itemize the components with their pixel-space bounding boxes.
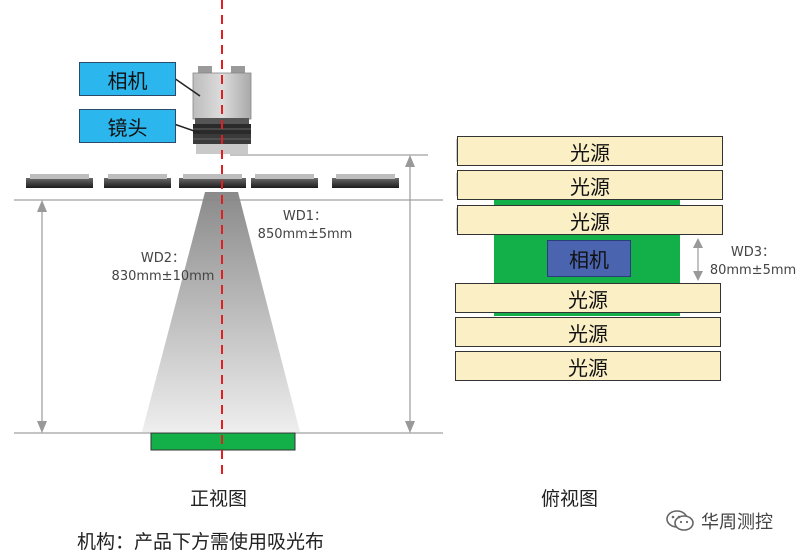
- wechat-icon: [666, 510, 694, 531]
- light-bar-3: [179, 174, 246, 188]
- wd2-arrow-up: [37, 200, 47, 212]
- wd1-arrow-down: [405, 421, 415, 433]
- top-light-bar-4: 光源: [455, 283, 721, 313]
- lens-callout-pointer: [173, 123, 201, 134]
- brand-watermark: 华周测控: [665, 508, 773, 534]
- wd2-label: WD2： 830mm±10mm: [104, 250, 222, 286]
- light-cone: [142, 192, 300, 432]
- top-light-bar-1: 光源: [457, 136, 723, 166]
- top-light-bar-2: 光源: [457, 170, 723, 200]
- top-view-caption: 俯视图: [541, 488, 599, 510]
- wd3-arrow-up: [693, 238, 703, 248]
- wd1-label: WD1： 850mm±5mm: [250, 208, 360, 244]
- top-light-bar-3: 光源: [457, 205, 723, 235]
- wd1-arrow-up: [405, 155, 415, 167]
- front-view-caption: 正视图: [190, 488, 248, 510]
- wd2-arrow-down: [37, 421, 47, 433]
- mechanism-note: 机构：产品下方需使用吸光布: [77, 531, 325, 553]
- top-light-bar-5: 光源: [455, 317, 721, 347]
- camera-callout: 相机: [79, 62, 176, 96]
- wd1-title: WD1：: [282, 209, 328, 224]
- wd3-label: WD3： 80mm±5mm: [705, 244, 801, 280]
- wd1-value: 850mm±5mm: [257, 227, 353, 242]
- wd2-value: 830mm±10mm: [111, 269, 215, 284]
- light-bars: [26, 174, 399, 188]
- light-bar-4: [251, 174, 318, 188]
- top-view-camera: 相机: [547, 240, 631, 277]
- wd3-title: WD3：: [730, 245, 776, 260]
- wd3-arrow-down: [693, 271, 703, 281]
- light-bar-1: [26, 174, 93, 188]
- camera-callout-pointer: [173, 77, 201, 97]
- top-light-bar-6: 光源: [455, 351, 721, 381]
- wd2-title: WD2：: [140, 251, 186, 266]
- lens-callout: 镜头: [79, 109, 176, 143]
- light-bar-5: [332, 174, 399, 188]
- brand-name: 华周测控: [701, 512, 773, 533]
- light-bar-2: [104, 174, 171, 188]
- wd3-value: 80mm±5mm: [709, 263, 797, 278]
